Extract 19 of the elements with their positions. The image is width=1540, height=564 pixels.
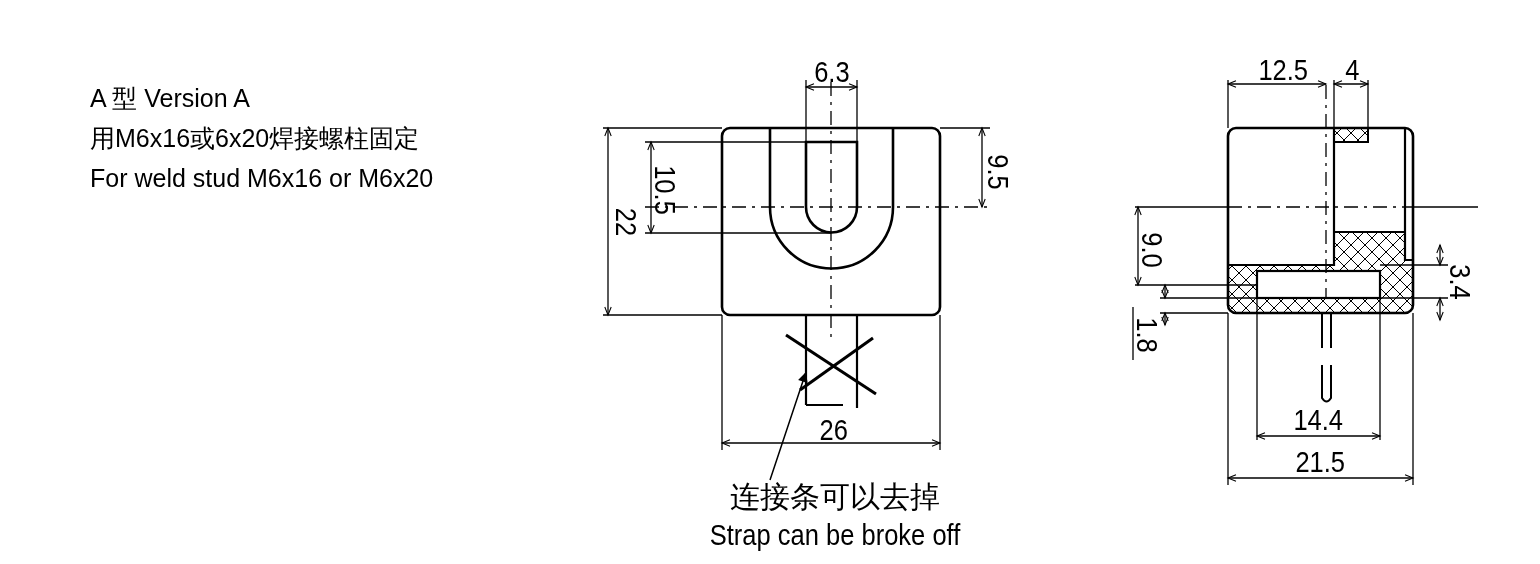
dimension-value: 21.5 xyxy=(1295,447,1345,477)
mounting-note: For weld stud M6x16 or M6x20 xyxy=(90,166,434,191)
strap-drawing xyxy=(804,315,859,408)
note-text: 连接条可以去掉 xyxy=(729,479,941,515)
dimension-value: 10.5 xyxy=(650,165,681,215)
dimension-value: 4 xyxy=(1344,55,1359,85)
dimension-value: 12.5 xyxy=(1258,55,1308,85)
mounting-note: 用M6x16或6x20焊接螺柱固定 xyxy=(90,126,420,151)
dimension-value: 1.8 xyxy=(1131,317,1162,353)
dimension-value: 14.4 xyxy=(1293,405,1343,435)
dimension-value: 26 xyxy=(819,415,848,445)
dimension-value: 9.0 xyxy=(1136,232,1167,268)
dimension-value: 6.3 xyxy=(814,57,850,87)
leader-line xyxy=(769,371,808,481)
dimension-value: 3.4 xyxy=(1444,264,1475,300)
dimension-value: 9.5 xyxy=(982,154,1013,190)
dimension-value: 22 xyxy=(610,207,641,237)
version-heading: A 型 Version A xyxy=(90,86,250,111)
note-text: Strap can be broke off xyxy=(708,518,962,553)
